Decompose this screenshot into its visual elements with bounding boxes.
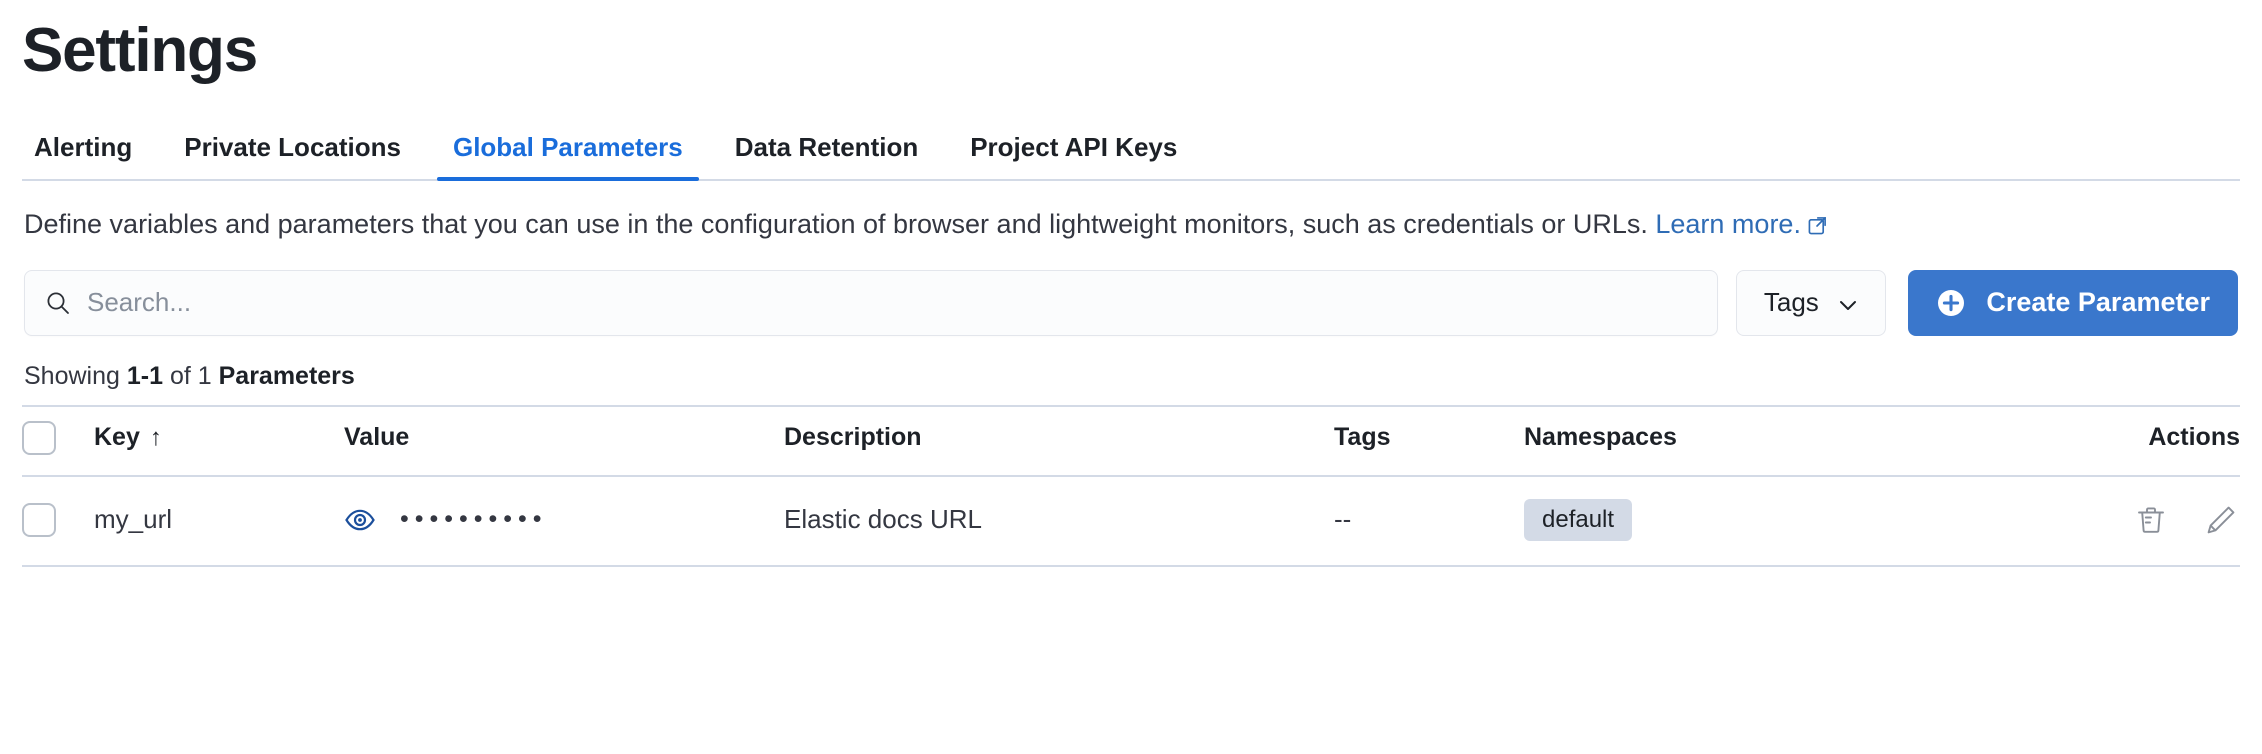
showing-range: 1-1 [126, 361, 163, 390]
column-header-key-label: Key [94, 423, 140, 451]
external-link-icon [1808, 209, 1827, 235]
row-description-cell: Elastic docs URL [784, 475, 1334, 567]
row-select-cell [22, 475, 94, 567]
chevron-down-icon [1837, 292, 1859, 314]
select-all-header [22, 404, 94, 477]
controls-row: Tags Create Parameter [22, 269, 2240, 336]
tags-filter-label: Tags [1763, 287, 1819, 317]
tab-alerting[interactable]: Alerting [22, 132, 158, 179]
page-title: Settings [22, 16, 258, 85]
create-parameter-button[interactable]: Create Parameter [1908, 269, 2238, 336]
showing-prefix: Showing [24, 361, 127, 390]
column-header-description: Description [784, 404, 1334, 477]
sort-ascending-icon: ↑ [149, 424, 162, 451]
table-header: Key ↑ Value Description Tags Namespaces A… [22, 404, 2240, 477]
tags-filter-button[interactable]: Tags [1736, 269, 1887, 336]
row-value-cell: •••••••••• [344, 475, 784, 567]
namespace-badge: default [1524, 498, 1633, 541]
table-body: my_url •••••••••• Elastic docs UR [22, 475, 2240, 567]
value-cell-content: •••••••••• [344, 504, 784, 536]
pencil-icon[interactable] [2204, 503, 2238, 537]
showing-noun: Parameters [218, 361, 355, 390]
column-header-tags: Tags [1334, 404, 1524, 477]
row-tags-cell: -- [1334, 475, 1524, 567]
description-text: Define variables and parameters that you… [24, 208, 1656, 239]
page-description: Define variables and parameters that you… [22, 207, 2202, 242]
learn-more-link[interactable]: Learn more. [1655, 208, 1801, 239]
trash-icon[interactable] [2134, 503, 2168, 537]
row-actions [2004, 503, 2240, 537]
row-namespaces-cell: default [1524, 475, 2004, 567]
table-row: my_url •••••••••• Elastic docs UR [22, 475, 2240, 567]
showing-of: of [163, 361, 198, 390]
tab-global-parameters[interactable]: Global Parameters [427, 132, 709, 181]
column-header-actions: Actions [2004, 404, 2240, 477]
settings-tabs: Alerting Private Locations Global Parame… [22, 121, 2240, 181]
masked-value: •••••••••• [400, 505, 548, 534]
tab-data-retention[interactable]: Data Retention [709, 132, 944, 179]
plus-circle-icon [1936, 288, 1966, 318]
column-header-namespaces: Namespaces [1524, 404, 2004, 477]
select-all-checkbox[interactable] [22, 420, 56, 455]
row-actions-cell [2004, 475, 2240, 567]
search-box[interactable] [24, 269, 1719, 336]
showing-total: 1 [197, 361, 219, 390]
parameters-table: Key ↑ Value Description Tags Namespaces A… [22, 404, 2240, 567]
tab-project-api-keys[interactable]: Project API Keys [944, 132, 1203, 179]
search-icon [45, 290, 71, 316]
tab-private-locations[interactable]: Private Locations [158, 132, 427, 179]
create-parameter-label: Create Parameter [1986, 287, 2210, 317]
results-summary: Showing 1-1 of 1 Parameters [22, 362, 2240, 391]
table-header-row: Key ↑ Value Description Tags Namespaces A… [22, 404, 2240, 477]
row-checkbox[interactable] [22, 502, 56, 537]
search-input[interactable] [87, 287, 1698, 318]
eye-icon[interactable] [344, 504, 376, 536]
column-header-value: Value [344, 404, 784, 477]
row-key-cell: my_url [94, 475, 344, 567]
column-header-key[interactable]: Key ↑ [94, 404, 344, 477]
